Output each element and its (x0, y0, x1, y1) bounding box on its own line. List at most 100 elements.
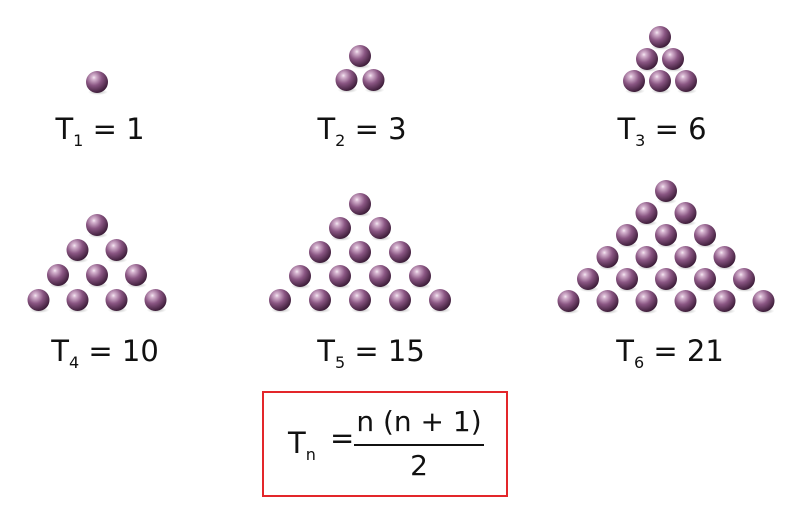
ball (733, 268, 755, 290)
equals-sign: = (354, 334, 379, 368)
term-symbol: T (617, 112, 636, 146)
ball (349, 241, 371, 263)
ball (713, 246, 736, 268)
term-symbol: T (51, 334, 69, 368)
term-symbol: T (55, 112, 74, 146)
ball (329, 265, 351, 287)
formula-lhs: Tn (288, 427, 316, 471)
ball (329, 217, 351, 239)
term-symbol: T (616, 334, 634, 368)
ball (335, 69, 358, 91)
ball (655, 180, 677, 202)
ball (125, 264, 147, 286)
ball (649, 70, 671, 92)
equals-sign: = (654, 112, 679, 146)
ball (389, 241, 411, 263)
term-value: 6 (688, 112, 707, 146)
ball (623, 70, 645, 92)
ball (27, 289, 50, 311)
ball (616, 224, 638, 246)
ball (713, 290, 736, 312)
ball (635, 246, 658, 268)
ball (662, 48, 684, 70)
term-label-4: T4 = 10 (5, 335, 205, 379)
equals-sign: = (88, 334, 113, 368)
term-value: 21 (686, 334, 724, 368)
ball (577, 268, 599, 290)
formula-fraction: n (n + 1) 2 (350, 406, 488, 482)
ball (349, 289, 371, 311)
ball (47, 264, 69, 286)
ball (369, 217, 391, 239)
formula-numerator: n (n + 1) (356, 405, 482, 438)
ball (144, 289, 167, 311)
term-value: 15 (387, 334, 425, 368)
term-value: 3 (388, 112, 407, 146)
term-label-3: T3 = 6 (562, 113, 762, 157)
ball-group-2 (335, 45, 385, 93)
ball (674, 246, 697, 268)
ball (289, 265, 311, 287)
term-symbol: T (317, 112, 336, 146)
term-label-5: T5 = 15 (271, 335, 471, 379)
ball (309, 289, 331, 311)
ball (752, 290, 775, 312)
ball (86, 214, 108, 236)
term-value: 10 (121, 334, 159, 368)
formula-equals: = (330, 421, 355, 455)
ball (694, 224, 716, 246)
ball (596, 290, 619, 312)
term-subscript: 1 (73, 131, 84, 150)
ball (675, 70, 697, 92)
term-symbol: T (317, 334, 335, 368)
ball (86, 264, 108, 286)
ball (369, 265, 391, 287)
ball (349, 45, 371, 67)
formula-symbol: T (288, 426, 306, 460)
ball (635, 290, 658, 312)
ball (596, 246, 619, 268)
formula-box: Tn = n (n + 1) 2 (262, 391, 508, 497)
fraction-bar (354, 444, 484, 446)
ball (105, 289, 128, 311)
equals-sign: = (653, 334, 678, 368)
ball (557, 290, 580, 312)
term-subscript: 6 (633, 353, 645, 372)
ball-group-5 (269, 193, 451, 313)
ball (429, 289, 451, 311)
ball (649, 26, 671, 48)
ball-group-3 (623, 26, 697, 94)
ball (409, 265, 431, 287)
ball (269, 289, 291, 311)
ball-group-4 (27, 214, 167, 313)
term-subscript: 5 (334, 353, 346, 372)
term-label-2: T2 = 3 (262, 113, 462, 157)
term-label-6: T6 = 21 (570, 335, 770, 379)
equals-sign: = (92, 112, 117, 146)
term-subscript: 3 (635, 131, 646, 150)
ball (309, 241, 331, 263)
term-subscript: 4 (68, 353, 80, 372)
ball (616, 268, 638, 290)
ball (674, 290, 697, 312)
ball (362, 69, 385, 91)
equals-sign: = (354, 112, 379, 146)
ball (349, 193, 371, 215)
ball (105, 239, 128, 261)
ball (389, 289, 411, 311)
term-label-1: T1 = 1 (0, 113, 200, 157)
ball-group-1 (86, 71, 108, 95)
ball (635, 202, 658, 224)
term-value: 1 (126, 112, 145, 146)
ball (66, 239, 89, 261)
ball (694, 268, 716, 290)
formula-subscript: n (305, 445, 316, 464)
term-subscript: 2 (335, 131, 346, 150)
ball (86, 71, 108, 93)
ball (636, 48, 658, 70)
ball (655, 224, 677, 246)
ball (655, 268, 677, 290)
ball (674, 202, 697, 224)
ball (66, 289, 89, 311)
